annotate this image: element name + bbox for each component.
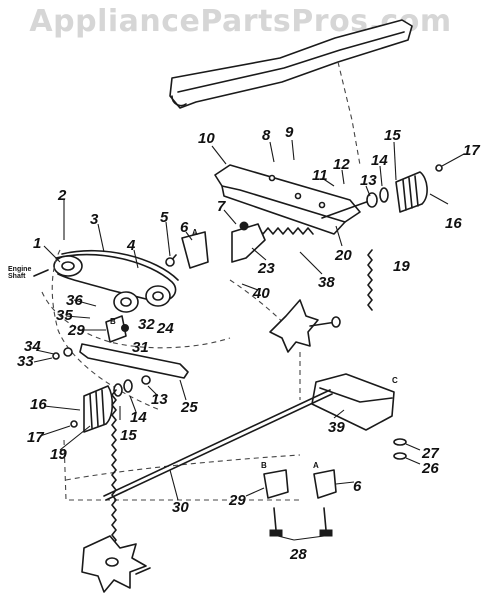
callout-c6b: 6 — [353, 478, 362, 495]
engine-label-line1: Engine — [8, 266, 32, 273]
washer-27 — [393, 438, 407, 446]
callout-c14b: 14 — [130, 409, 147, 426]
callout-c34: 34 — [24, 338, 41, 355]
tag-t-b-bottom: B — [261, 461, 267, 470]
callout-c11: 11 — [312, 167, 328, 184]
callout-c12: 12 — [333, 156, 350, 173]
washer-26 — [393, 452, 407, 460]
callout-c39: 39 — [328, 419, 345, 436]
callout-c17b: 17 — [27, 429, 44, 446]
callout-c13a: 13 — [360, 172, 377, 189]
callout-c10: 10 — [198, 130, 215, 147]
callout-c40: 40 — [253, 285, 270, 302]
engine-label-line2: Shaft — [8, 273, 26, 281]
callout-c29a: 29 — [68, 322, 85, 339]
callout-c19b: 19 — [50, 446, 67, 463]
engine-shaft-arrow — [33, 269, 49, 277]
callout-c5: 5 — [160, 209, 169, 226]
callout-c4: 4 — [127, 237, 136, 254]
tension-arm — [52, 315, 189, 379]
upper-shaft-bracket — [214, 164, 361, 235]
callout-c30: 30 — [172, 499, 189, 516]
callout-c16b: 16 — [30, 396, 47, 413]
callout-c7: 7 — [217, 198, 226, 215]
callout-c15a: 15 — [384, 127, 401, 144]
callout-c25: 25 — [181, 399, 198, 416]
lower-left-gear-and-axle — [70, 375, 333, 501]
callout-c28: 28 — [290, 546, 307, 563]
leader-lines — [33, 139, 465, 541]
callout-c35: 35 — [56, 307, 73, 324]
callout-c17a: 17 — [463, 142, 480, 159]
callout-c9: 9 — [285, 124, 294, 141]
callout-c23: 23 — [258, 260, 275, 277]
tag-t-c: C — [392, 376, 398, 385]
callout-c33: 33 — [17, 353, 34, 370]
callout-c13b: 13 — [151, 391, 168, 408]
callout-c20: 20 — [335, 247, 352, 264]
upper-handle-bracket — [169, 19, 413, 109]
idler-arm-bracket — [165, 221, 266, 269]
callout-c6a: 6 — [180, 219, 189, 236]
callout-c38: 38 — [318, 274, 335, 291]
tag-t-b-left: B — [110, 317, 116, 326]
callout-c31: 31 — [132, 339, 149, 356]
callout-c27: 27 — [422, 445, 439, 462]
callout-c8: 8 — [262, 127, 271, 144]
spring-19-right — [367, 249, 373, 311]
engine-shaft-label: Engine Shaft — [8, 266, 31, 281]
reference-line-top — [337, 61, 361, 166]
callout-c26: 26 — [422, 460, 439, 477]
callout-c24: 24 — [157, 320, 174, 337]
upper-shaft-gear — [321, 164, 443, 219]
callout-c15b: 15 — [120, 427, 137, 444]
housing-outline — [41, 249, 301, 501]
bottom-left-sprocket — [81, 535, 151, 593]
right-sprocket — [269, 299, 341, 400]
callout-c29b: 29 — [229, 492, 246, 509]
callout-c3: 3 — [90, 211, 99, 228]
callout-c2: 2 — [58, 187, 67, 204]
spring-19-left — [111, 389, 117, 561]
callout-c19a: 19 — [393, 258, 410, 275]
callout-c36: 36 — [66, 292, 83, 309]
belt-and-pulley — [53, 249, 179, 313]
tag-t-a-top: A — [192, 228, 198, 237]
callout-c32: 32 — [138, 316, 155, 333]
callout-c14a: 14 — [371, 152, 388, 169]
spring-38 — [257, 227, 314, 235]
bottom-brackets — [263, 469, 337, 537]
callout-c16a: 16 — [445, 215, 462, 232]
callout-c1: 1 — [33, 235, 42, 252]
tag-t-a-bottom: A — [313, 461, 319, 470]
shield-plate — [311, 373, 395, 431]
